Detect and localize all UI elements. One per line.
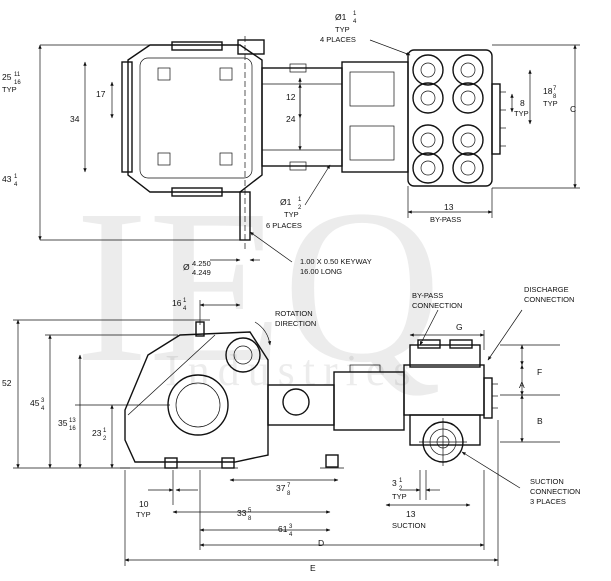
dim-e: E xyxy=(310,563,316,573)
dim-left-bot-num: 1 xyxy=(14,174,18,180)
dim-3-suffix: TYP xyxy=(392,492,407,501)
dia-6-prefix: Ø1 xyxy=(280,197,292,207)
watermark-sub: Industries xyxy=(165,346,419,395)
dim-right-a-num: 7 xyxy=(553,86,557,92)
suction-label: SUCTION xyxy=(392,521,426,530)
dim-23-num: 1 xyxy=(103,428,107,434)
dim-37-den: 8 xyxy=(287,491,291,497)
power-frame-top xyxy=(121,39,265,197)
top-dimensions xyxy=(38,39,580,263)
side-view: 16 1 4 ROTATION DIRECTION BY-PASS CONNEC… xyxy=(2,285,580,573)
shaft-top xyxy=(239,36,251,250)
dia-6-typ: TYP xyxy=(284,210,299,219)
dim-37-whole: 37 xyxy=(276,483,286,493)
dim-35-num: 13 xyxy=(69,418,76,424)
crosshead-side xyxy=(267,364,405,469)
suction-value: 13 xyxy=(406,509,416,519)
bypass-conn-l2: CONNECTION xyxy=(412,301,462,310)
suction-conn-l3: 3 PLACES xyxy=(530,497,566,506)
bypass-conn-l1: BY-PASS xyxy=(412,291,443,300)
dia-6-num: 1 xyxy=(298,197,302,203)
dia-4-places: 4 PLACES xyxy=(320,35,356,44)
dim-52: 52 xyxy=(2,378,12,388)
dim-33-num: 5 xyxy=(248,508,252,514)
side-labels: 16 1 4 ROTATION DIRECTION BY-PASS CONNEC… xyxy=(2,285,580,573)
discharge-l1: DISCHARGE xyxy=(524,285,569,294)
dim-right-b-suffix: TYP xyxy=(514,109,529,118)
dim-10-suffix: TYP xyxy=(136,510,151,519)
dim-61-den: 4 xyxy=(289,532,293,538)
dia-6-places: 6 PLACES xyxy=(266,221,302,230)
dim-3-whole: 3 xyxy=(392,478,397,488)
suction-conn-l2: CONNECTION xyxy=(530,487,580,496)
dim-17: 17 xyxy=(96,89,106,99)
top-view: Ø1 1 4 TYP 4 PLACES 25 11 16 TYP 17 34 4… xyxy=(2,11,580,277)
dim-a: A xyxy=(519,380,525,390)
dim-right-a-whole: 18 xyxy=(543,86,553,96)
shaft-dia-bot: 4.249 xyxy=(192,268,211,277)
dia-4-num: 1 xyxy=(353,11,357,17)
side-dimensions xyxy=(13,300,560,566)
rotation-l1: ROTATION xyxy=(275,309,313,318)
dia-6-den: 2 xyxy=(298,205,302,211)
shaft-dia-prefix: Ø xyxy=(183,262,190,272)
dim-16-den: 4 xyxy=(183,306,187,312)
dim-16-whole: 16 xyxy=(172,298,182,308)
bypass-value: 13 xyxy=(444,202,454,212)
rotation-l2: DIRECTION xyxy=(275,319,316,328)
valve-covers-top xyxy=(407,49,506,187)
dim-g: G xyxy=(456,322,463,332)
keyway-l1: 1.00 X 0.50 KEYWAY xyxy=(300,257,372,266)
dim-23-den: 2 xyxy=(103,436,107,442)
dim-b: B xyxy=(537,416,543,426)
dim-left-top-num: 11 xyxy=(14,72,21,78)
dim-right-a-suffix: TYP xyxy=(543,99,558,108)
fluid-end-side xyxy=(403,339,498,466)
dim-10-main: 10 xyxy=(139,499,149,509)
suction-conn-l1: SUCTION xyxy=(530,477,564,486)
dim-61-num: 3 xyxy=(289,524,293,530)
dim-24: 24 xyxy=(286,114,296,124)
dim-16-num: 1 xyxy=(183,298,187,304)
dim-f: F xyxy=(537,367,542,377)
dim-37-num: 7 xyxy=(287,483,291,489)
crosshead-top xyxy=(261,63,343,171)
dim-left-top-suffix: TYP xyxy=(2,85,17,94)
dia-4-typ: TYP xyxy=(335,25,350,34)
fluid-end-top xyxy=(341,61,409,173)
keyway-l2: 16.00 LONG xyxy=(300,267,342,276)
dim-d: D xyxy=(318,538,324,548)
dim-3-den: 2 xyxy=(399,486,403,492)
dim-34: 34 xyxy=(70,114,80,124)
dim-3-num: 1 xyxy=(399,478,403,484)
dia-4-prefix: Ø1 xyxy=(335,12,347,22)
dim-right-a-den: 8 xyxy=(553,94,557,100)
dim-45-num: 3 xyxy=(41,398,45,404)
dim-left-top-den: 16 xyxy=(14,80,21,86)
dim-right-b-main: 8 xyxy=(520,98,525,108)
watermark-main: IEQ xyxy=(75,164,442,408)
dim-left-bot-den: 4 xyxy=(14,182,18,188)
watermark: IEQ Industries xyxy=(75,164,442,408)
dim-left-bot-whole: 43 xyxy=(2,174,12,184)
dim-45-whole: 45 xyxy=(30,398,40,408)
dim-left-top-whole: 25 xyxy=(2,72,12,82)
dim-23-whole: 23 xyxy=(92,428,102,438)
dim-61-whole: 61 xyxy=(278,524,288,534)
shaft-dia-top: 4.250 xyxy=(192,259,211,268)
dim-33-den: 8 xyxy=(248,516,252,522)
dim-35-whole: 35 xyxy=(58,418,68,428)
bypass-label: BY-PASS xyxy=(430,215,461,224)
dim-45-den: 4 xyxy=(41,406,45,412)
dim-35-den: 16 xyxy=(69,426,76,432)
dim-33-whole: 33 xyxy=(237,508,247,518)
discharge-l2: CONNECTION xyxy=(524,295,574,304)
top-labels: Ø1 1 4 TYP 4 PLACES 25 11 16 TYP 17 34 4… xyxy=(2,11,576,277)
dia-4-den: 4 xyxy=(353,19,357,25)
dim-12: 12 xyxy=(286,92,296,102)
dim-c: C xyxy=(570,104,576,114)
